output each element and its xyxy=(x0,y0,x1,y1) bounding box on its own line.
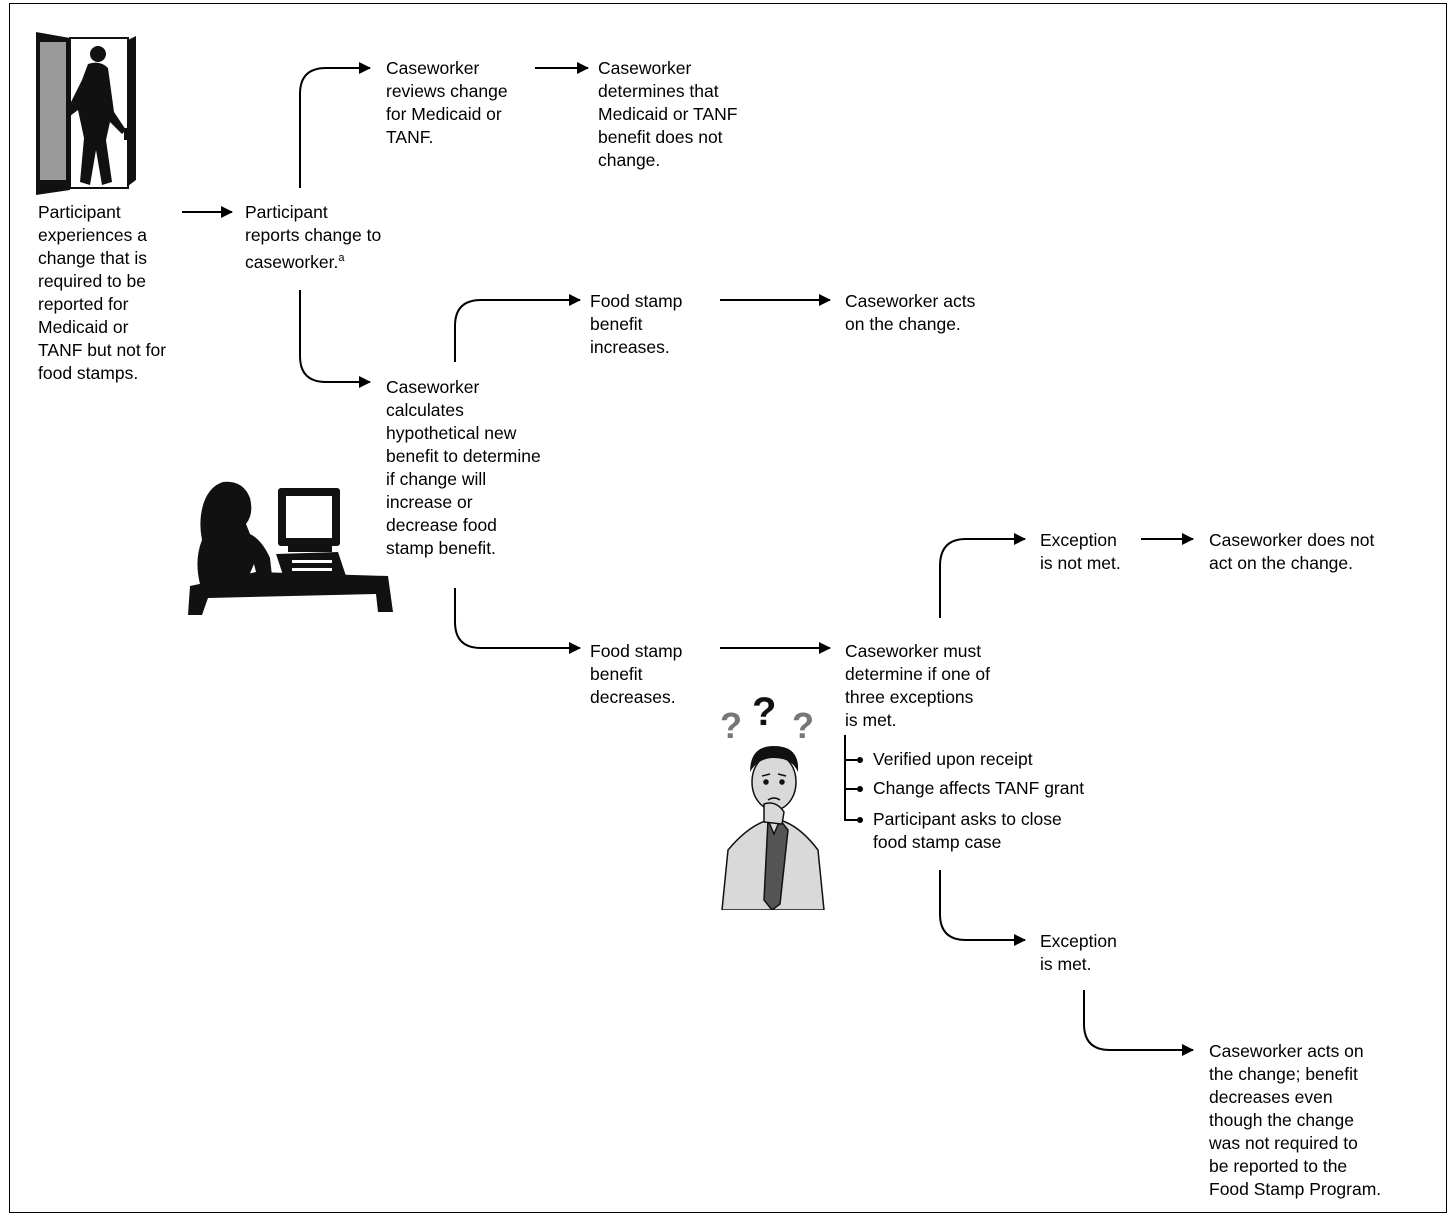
question-mark-center-icon: ? xyxy=(752,690,777,734)
node-caseworker-determines: Caseworker determines that Medicaid or T… xyxy=(598,58,738,170)
arrow-must-determine-to-met xyxy=(939,870,1026,946)
node-caseworker-calculates: Caseworker calculates hypothetical new b… xyxy=(386,377,541,558)
node-exception-not-met: Exception is not met. xyxy=(1040,530,1121,573)
person-at-door-icon xyxy=(36,32,136,195)
node-participant-reports: Participant reports change to caseworker… xyxy=(245,201,381,274)
arrow-must-determine-to-not-met xyxy=(939,533,1026,618)
exception-item: Verified upon receipt xyxy=(873,749,1033,769)
arrow-met-to-acts-decreases xyxy=(1083,990,1194,1056)
exception-item: Participant asks to close food stamp cas… xyxy=(873,809,1062,852)
node-must-determine: Caseworker must determine if one of thre… xyxy=(845,641,990,730)
node-exception-met: Exception is met. xyxy=(1040,931,1117,974)
exceptions-bracket xyxy=(844,735,857,821)
arrow-reports-to-reviews xyxy=(299,62,371,188)
node-participant-experiences: Participant experiences a change that is… xyxy=(38,202,167,383)
arrow-calculates-to-increases xyxy=(454,294,581,362)
node-caseworker-reviews: Caseworker reviews change for Medicaid o… xyxy=(386,58,508,147)
exception-item: Change affects TANF grant xyxy=(873,778,1085,798)
arrow-reports-to-calculates xyxy=(299,290,371,388)
node-fs-increases: Food stamp benefit increases. xyxy=(590,291,683,357)
node-does-not-act: Caseworker does not act on the change. xyxy=(1209,530,1375,573)
question-mark-right-icon: ? xyxy=(792,705,814,746)
footnote-marker: a xyxy=(338,252,345,264)
question-mark-left-icon: ? xyxy=(720,705,742,746)
node-fs-decreases: Food stamp benefit decreases. xyxy=(590,641,683,707)
caseworker-at-computer-icon xyxy=(188,481,393,615)
confused-man-icon xyxy=(721,746,825,910)
node-acts-on-change: Caseworker acts on the change. xyxy=(845,291,976,334)
arrow-calculates-to-decreases xyxy=(454,588,581,654)
node-participant-reports-text: Participant reports change to caseworker… xyxy=(245,202,382,272)
diagram-frame xyxy=(9,3,1447,1213)
node-acts-benefit-decreases: Caseworker acts on the change; benefit d… xyxy=(1209,1041,1382,1199)
